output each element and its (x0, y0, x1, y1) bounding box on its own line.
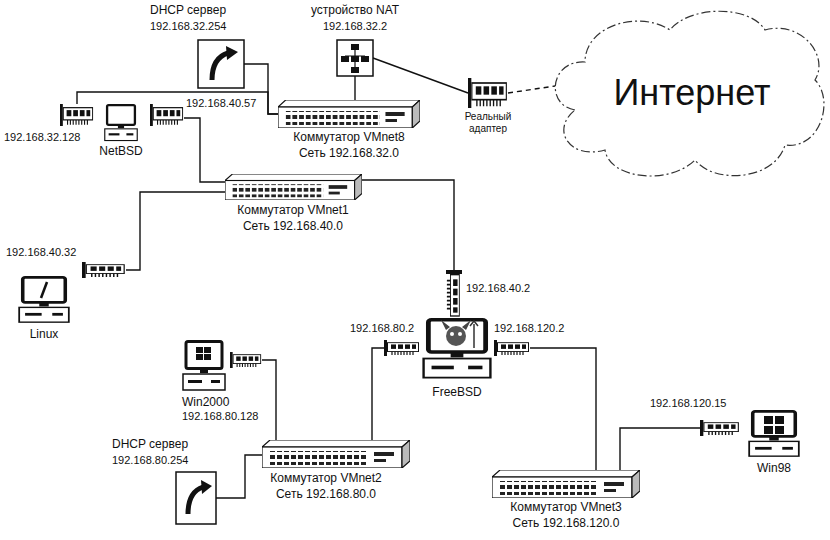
nat-node (351, 44, 359, 50)
node-sublabel: 192.168.32.254 (150, 20, 226, 33)
node-label: DHCP сервер (112, 438, 188, 452)
network-link (530, 348, 596, 470)
windows-flag (196, 347, 203, 353)
network-adapter (384, 340, 419, 356)
computer: 192.168.32.128NetBSD192.168.40.57 (60, 104, 184, 142)
windows-flag (764, 416, 773, 424)
nat-node (351, 56, 359, 62)
computer: 192.168.120.15Win98 (700, 410, 800, 458)
node-label: Коммутатор VMnet3 (510, 501, 621, 515)
node-label: устройство NAT (311, 4, 399, 18)
windows-flag (775, 426, 784, 434)
network-switch: Коммутатор VMnet8Сеть 192.168.32.0 (278, 100, 420, 128)
network-link (508, 86, 555, 93)
real-adapter (468, 78, 506, 108)
node-sublabel: Linux (30, 328, 59, 342)
real-adapter: Реальный адаптер (468, 78, 508, 108)
network-switch (278, 100, 420, 128)
computer (749, 411, 799, 456)
dhcp-box (176, 472, 216, 524)
node-label: 192.168.32.128 (4, 131, 80, 144)
windows-flag (775, 416, 784, 424)
node-sublabel: 192.168.80.128 (182, 410, 258, 423)
node-sublabel: FreeBSD (432, 386, 481, 400)
network-adapter (150, 104, 183, 126)
node-sublabel: 192.168.120.2 (494, 322, 564, 335)
network-switch: Коммутатор VMnet3Сеть 192.168.120.0 (492, 470, 640, 498)
computer (105, 105, 137, 140)
network-link (373, 58, 468, 93)
network-link (362, 180, 454, 270)
nat-node (351, 67, 359, 73)
node-label: 192.168.40.2 (466, 282, 530, 295)
node-label: Коммутатор VMnet2 (270, 472, 381, 486)
network-link (216, 455, 262, 498)
network-link (184, 118, 225, 182)
nat-device: устройство NAT192.168.32.2 (337, 40, 373, 76)
network-switch: Коммутатор VMnet1Сеть 192.168.40.0 (225, 174, 362, 200)
dhcp-box (198, 40, 244, 88)
node-label: 192.168.120.15 (650, 397, 726, 410)
daemon-eye (450, 332, 454, 336)
computer (424, 320, 491, 378)
node-sublabel: Сеть 192.168.80.0 (276, 488, 376, 502)
network-adapter (700, 420, 738, 436)
node-label: Коммутатор VMnet1 (237, 204, 348, 218)
linux-mark (41, 282, 47, 298)
windows-flag (204, 354, 211, 360)
node-label: Интернет (613, 72, 770, 113)
internet-cloud: Интернет (555, 6, 825, 186)
node-label: 192.168.40.32 (6, 246, 76, 259)
windows-flag (196, 354, 203, 360)
network-link (372, 348, 384, 440)
network-switch (492, 470, 640, 498)
node-label: Коммутатор VMnet8 (293, 131, 404, 145)
node-sublabel: Win98 (757, 462, 791, 476)
nat-device (337, 40, 373, 76)
internet-cloud (555, 11, 824, 176)
network-link (262, 360, 276, 440)
network-adapter (230, 352, 261, 368)
node-sublabel: 192.168.80.254 (112, 454, 188, 467)
computer: 192.168.40.32Linux (18, 262, 126, 324)
windows-flag (764, 426, 773, 434)
node-sublabel: NetBSD (99, 145, 142, 159)
daemon-eye (458, 332, 462, 336)
network-switch (262, 440, 410, 468)
network-adapter (446, 270, 462, 316)
windows-flag (204, 347, 211, 353)
dhcp-arrow (212, 53, 228, 80)
computer (183, 342, 225, 391)
dhcp-arrow-head (201, 480, 212, 494)
network-adapter (82, 262, 124, 278)
computer (19, 277, 69, 322)
network-switch (225, 174, 362, 200)
dhcp-arrow (188, 487, 203, 514)
network-adapter (494, 340, 529, 356)
computer: 192.168.40.2192.168.80.2192.168.120.2Fre… (384, 270, 530, 382)
node-sublabel: 192.168.32.2 (323, 20, 387, 33)
node-sublabel: Сеть 192.168.120.0 (513, 517, 620, 531)
node-label: DHCP сервер (150, 4, 226, 18)
network-switch: Коммутатор VMnet2Сеть 192.168.80.0 (262, 440, 410, 468)
dhcp-server: DHCP сервер192.168.80.254 (176, 472, 216, 524)
node-sublabel: Сеть 192.168.40.0 (243, 220, 343, 234)
computer: Win2000192.168.80.128 (182, 340, 262, 392)
network-link (620, 428, 700, 470)
node-sublabel: Сеть 192.168.32.0 (299, 147, 399, 161)
dhcp-server: DHCP сервер192.168.32.254 (198, 40, 244, 88)
daemon-trident (470, 321, 478, 348)
network-adapter (60, 104, 93, 126)
node-sublabel: 192.168.40.57 (186, 97, 256, 110)
node-label: Реальный адаптер (459, 111, 517, 134)
daemon-head (446, 326, 466, 346)
dhcp-arrow-head (226, 46, 238, 60)
network-link (354, 76, 355, 100)
nat-node (341, 56, 349, 62)
nat-node (361, 56, 369, 62)
node-sublabel: 192.168.80.2 (350, 322, 414, 335)
node-label: Win2000 (182, 396, 229, 410)
network-link (126, 192, 225, 270)
